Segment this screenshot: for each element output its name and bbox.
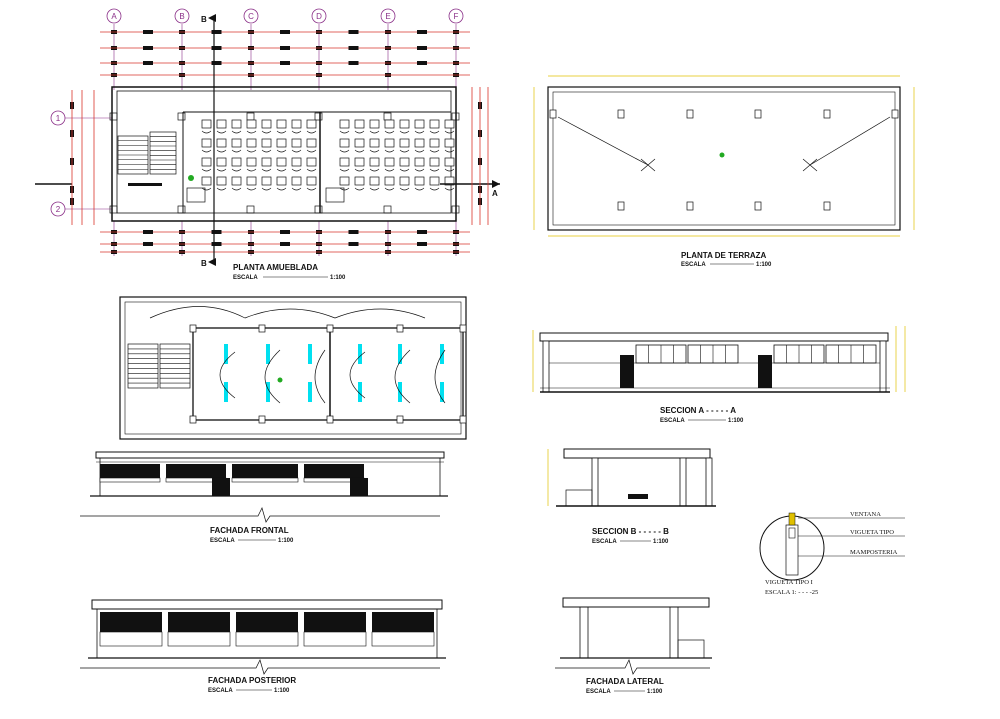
axis-bubble-F [448, 8, 464, 24]
fachada-frontal-title: FACHADA FRONTAL [210, 526, 289, 535]
planta-amueblada-title: PLANTA AMUEBLADA [233, 263, 318, 272]
planta-electrica [119, 296, 467, 440]
axis-bubble-2 [50, 201, 66, 217]
planta-amueblada-scale-label: ESCALA [233, 275, 258, 281]
desk-grid [201, 119, 455, 191]
axis-label-F: F [454, 12, 459, 21]
axis-bubble-A [106, 8, 122, 24]
seccion-a-scale: 1:100 [728, 418, 744, 424]
planta-terraza: PLANTA DE TERRAZA ESCALA 1:100 [533, 75, 915, 268]
axis-bubble-D [311, 8, 327, 24]
axis-label-E: E [385, 12, 390, 21]
cut-label-b-top: B [201, 15, 207, 24]
axis-label-2: 2 [56, 205, 61, 214]
stairs [117, 131, 177, 175]
vigueta-scale: ESCALA 1: - - - -25 [765, 589, 818, 596]
fachada-frontal: FACHADA FRONTAL ESCALA 1:100 [80, 451, 448, 544]
fachada-posterior-scale-label: ESCALA [208, 688, 233, 694]
axis-bubble-1 [50, 110, 66, 126]
fachada-lateral-scale: 1:100 [647, 689, 663, 695]
planta-terraza-title: PLANTA DE TERRAZA [681, 251, 767, 260]
planta-terraza-scale: 1:100 [756, 262, 772, 268]
seccion-a-scale-label: ESCALA [660, 418, 685, 424]
vigueta-detail: VENTANA VIGUETA TIPO MAMPOSTERIA VIGUETA… [759, 511, 905, 596]
vigueta-label-1: VENTANA [850, 511, 881, 518]
vigueta-label-2: VIGUETA TIPO [850, 529, 894, 536]
cut-label-a: A [492, 189, 498, 198]
axis-label-C: C [248, 12, 254, 21]
fachada-frontal-scale-label: ESCALA [210, 538, 235, 544]
axis-bubble-E [380, 8, 396, 24]
planta-amueblada: A B C D E F 1 2 B B [35, 8, 500, 281]
vigueta-title: VIGUETA TIPO I [765, 579, 813, 586]
fachada-posterior-scale: 1:100 [274, 688, 290, 694]
seccion-b: SECCION B - - - - - B ESCALA 1:100 [547, 448, 716, 545]
fachada-posterior-title: FACHADA POSTERIOR [208, 676, 296, 685]
fachada-lateral-title: FACHADA LATERAL [586, 677, 664, 686]
seccion-a: SECCION A - - - - - A ESCALA 1:100 [532, 326, 906, 424]
fachada-frontal-scale: 1:100 [278, 538, 294, 544]
axis-label-B: B [179, 12, 184, 21]
axis-label-1: 1 [56, 114, 61, 123]
grid-axes: A B C D E F 1 2 [50, 8, 464, 256]
planta-terraza-scale-label: ESCALA [681, 262, 706, 268]
fachada-lateral: FACHADA LATERAL ESCALA 1:100 [555, 597, 712, 695]
dimension-ticks [70, 30, 482, 246]
planta-amueblada-scale: 1:100 [330, 275, 346, 281]
axis-bubble-B [174, 8, 190, 24]
seccion-b-scale-label: ESCALA [592, 539, 617, 545]
seccion-b-title: SECCION B - - - - - B [592, 527, 669, 536]
seccion-b-scale: 1:100 [653, 539, 669, 545]
axis-label-D: D [316, 12, 322, 21]
cut-label-b-bottom: B [201, 259, 207, 268]
fachada-posterior: FACHADA POSTERIOR ESCALA 1:100 [80, 599, 446, 694]
seccion-a-title: SECCION A - - - - - A [660, 406, 736, 415]
fachada-lateral-scale-label: ESCALA [586, 689, 611, 695]
vigueta-label-3: MAMPOSTERIA [850, 549, 898, 556]
axis-bubble-C [243, 8, 259, 24]
axis-label-A: A [111, 12, 117, 21]
